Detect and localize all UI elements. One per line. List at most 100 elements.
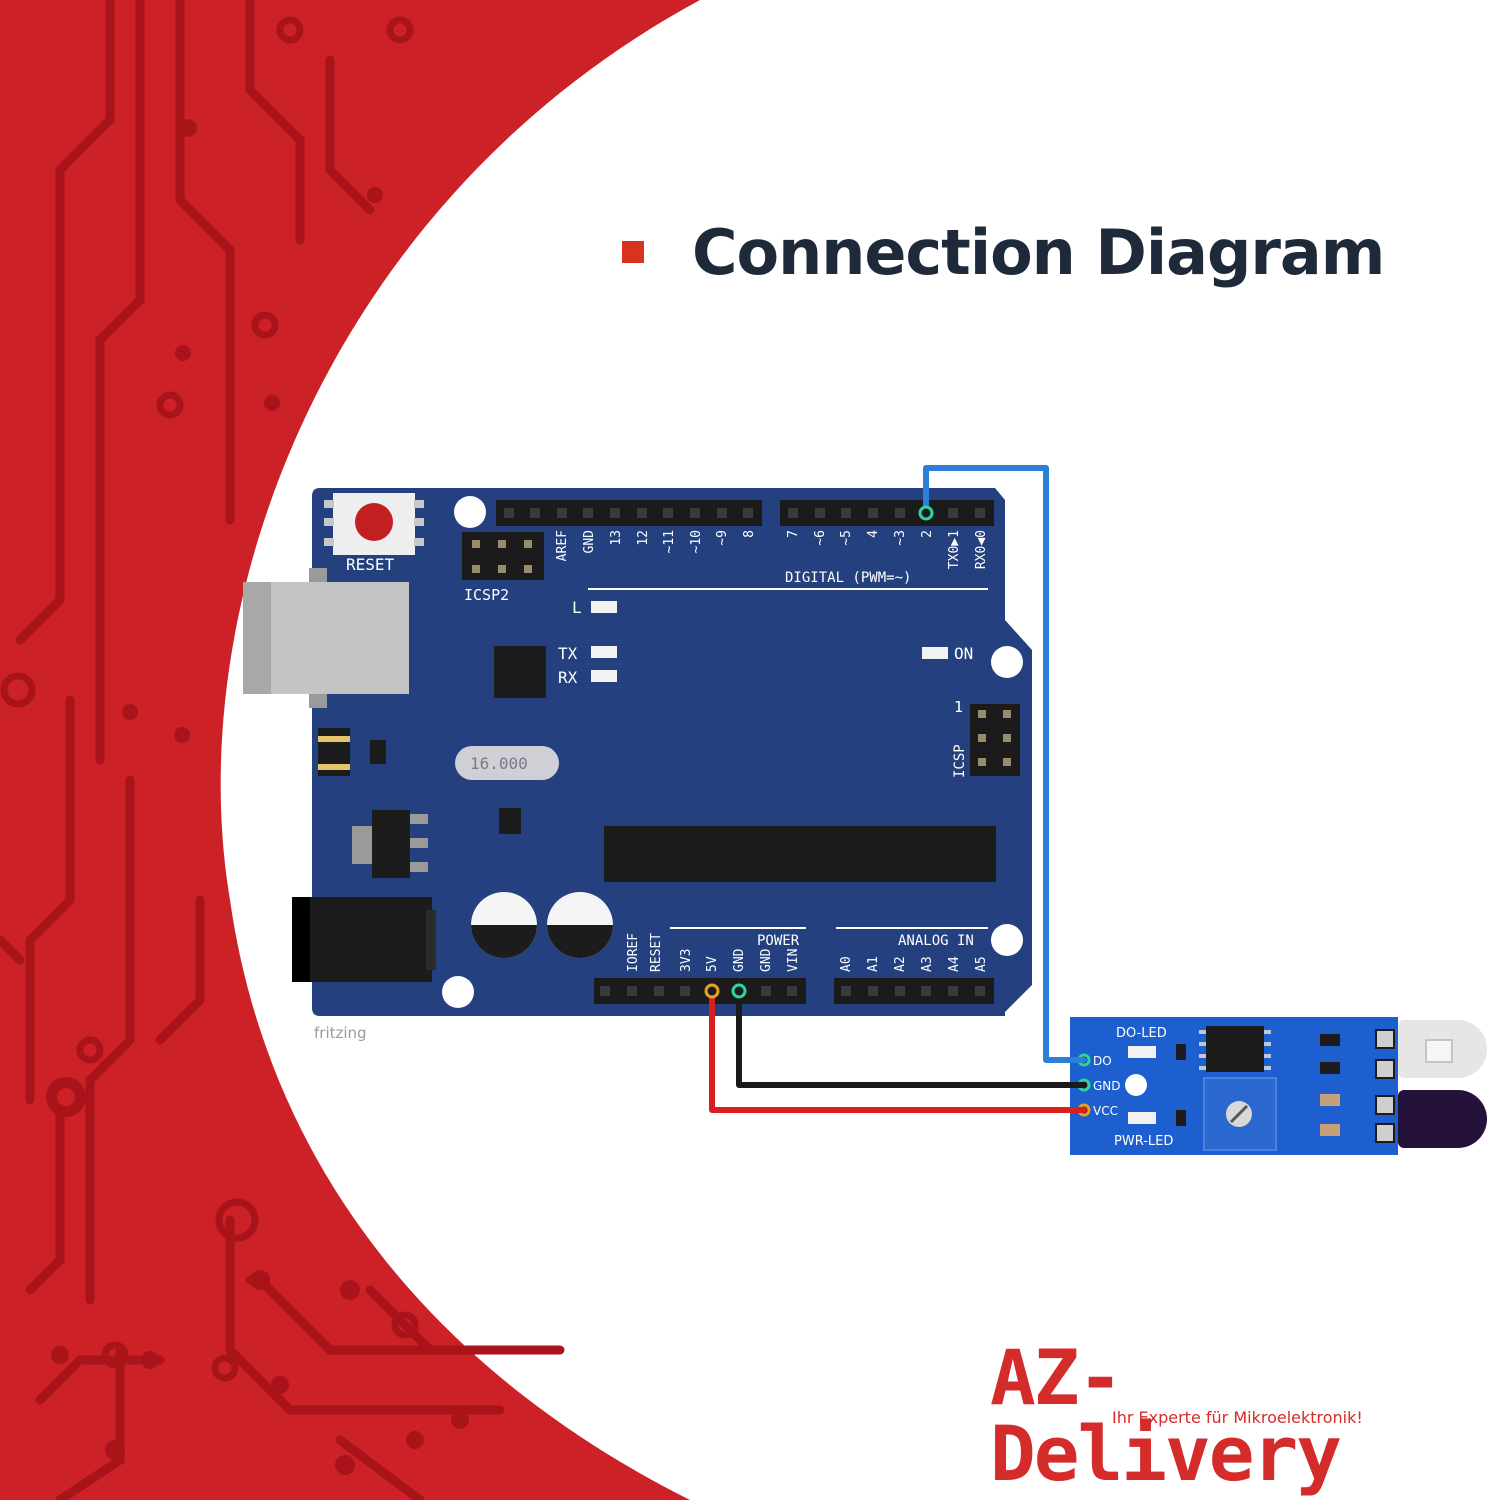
usb-connector xyxy=(243,568,409,708)
on-led-label: ON xyxy=(954,644,973,663)
power-pin-label: 5V xyxy=(705,956,720,972)
analog-pin-label: A5 xyxy=(974,956,989,972)
brand-tagline: Ihr Experte für Mikroelektronik! xyxy=(1112,1408,1363,1427)
header-pin-hole xyxy=(787,986,797,996)
wires xyxy=(709,465,1087,1113)
top-pin-label: ~5 xyxy=(839,530,854,546)
red-circuit-background xyxy=(0,0,700,1504)
header-pin-hole xyxy=(530,508,540,518)
header-pin-hole xyxy=(895,508,905,518)
vcc-wire xyxy=(709,988,1087,1113)
tx-led-label: TX xyxy=(558,644,578,663)
l-led-label: L xyxy=(572,598,582,617)
header-pin-hole xyxy=(761,986,771,996)
capacitors xyxy=(471,892,613,958)
ir-sensor-module: DO-LED PWR-LED DO GND VCC xyxy=(1070,1017,1487,1155)
brand-logo: AZ-Delivery Ihr Experte für Mikroelektro… xyxy=(990,1340,1460,1492)
pwr-led xyxy=(1128,1112,1156,1124)
top-pin-label: 13 xyxy=(609,530,624,546)
do-led xyxy=(1128,1046,1156,1058)
icsp2-label: ICSP2 xyxy=(464,586,509,604)
analog-in-label: ANALOG IN xyxy=(898,933,974,949)
top-pin-label: ~10 xyxy=(689,530,704,553)
header-pin-hole xyxy=(788,508,798,518)
header-pin-hole xyxy=(921,986,931,996)
crystal-label: 16.000 xyxy=(470,754,528,773)
icsp-pin1-label: 1 xyxy=(954,698,963,716)
top-pin-label: RX0◀0 xyxy=(974,530,989,569)
ir-receiver-led xyxy=(1398,1090,1487,1148)
power-pin-label: 3V3 xyxy=(679,949,694,972)
top-pin-label: TX0▶1 xyxy=(947,530,962,569)
small-ic xyxy=(499,808,521,834)
header-pin-hole xyxy=(815,508,825,518)
rx-led-label: RX xyxy=(558,668,578,687)
board-labels: RESET ICSP2 L TX RX ON 1 ICSP DIGITAL (P… xyxy=(346,555,974,949)
header-pin-hole xyxy=(868,986,878,996)
pwr-led-label: PWR-LED xyxy=(1114,1134,1173,1149)
top-pin-label: ~9 xyxy=(715,530,730,546)
analog-pin-label: A1 xyxy=(866,956,881,972)
header-pin-hole xyxy=(948,986,958,996)
title-bullet xyxy=(622,241,644,263)
voltage-regulator xyxy=(352,810,428,878)
top-pin-label: ~3 xyxy=(893,530,908,546)
analog-pin-label: A0 xyxy=(839,956,854,972)
header-pin-hole xyxy=(895,986,905,996)
digital-label: DIGITAL (PWM=~) xyxy=(785,570,911,586)
diode xyxy=(318,728,350,776)
usb-controller-chip xyxy=(494,646,546,698)
header-pin-hole xyxy=(841,508,851,518)
atmega-microcontroller xyxy=(604,826,996,882)
title-block: Connection Diagram xyxy=(622,212,1385,292)
top-pin-label: 4 xyxy=(866,530,881,538)
header-pin-hole xyxy=(948,508,958,518)
header-pin-hole xyxy=(690,508,700,518)
top-pin-label: GND xyxy=(582,530,597,554)
silkscreen-lines xyxy=(588,588,988,929)
ir-emitter-led xyxy=(1398,1020,1487,1078)
header-pin-hole xyxy=(600,986,610,996)
power-pin-label: GND xyxy=(759,948,774,972)
pin-vcc-label: VCC xyxy=(1093,1104,1118,1118)
header-pin-hole xyxy=(583,508,593,518)
top-pin-label: 8 xyxy=(742,530,757,538)
top-pin-label: ~11 xyxy=(662,530,677,553)
top-pin-label: 2 xyxy=(920,530,935,538)
icsp-header xyxy=(970,704,1020,776)
icsp2-header xyxy=(462,532,544,580)
brand-name: AZ-Delivery xyxy=(990,1333,1342,1498)
top-pin-label: 7 xyxy=(786,530,801,538)
header-pin-hole xyxy=(841,986,851,996)
header-pin-hole xyxy=(717,508,727,518)
analog-pin-label: A4 xyxy=(947,956,962,972)
pin-gnd-label: GND xyxy=(1093,1079,1121,1093)
reset-label: RESET xyxy=(346,555,395,574)
top-pin-label: ~6 xyxy=(813,530,828,546)
header-pin-hole xyxy=(663,508,673,518)
header-pin-hole xyxy=(637,508,647,518)
header-pin-hole xyxy=(654,986,664,996)
signal-wire-do xyxy=(923,465,1087,1063)
power-pin-label: GND xyxy=(732,948,747,972)
power-pin-label: VIN xyxy=(786,949,801,972)
header-pin-hole xyxy=(557,508,567,518)
small-transistor xyxy=(370,740,386,764)
gnd-wire xyxy=(736,988,1087,1088)
crystal-oscillator xyxy=(455,746,559,780)
mounting-holes xyxy=(442,496,1023,1008)
fritzing-watermark: fritzing xyxy=(314,1024,367,1042)
analog-pin-label: A3 xyxy=(920,956,935,972)
do-led-label: DO-LED xyxy=(1116,1026,1167,1041)
header-pin-hole xyxy=(975,986,985,996)
header-pin-hole xyxy=(610,508,620,518)
comparator-chip xyxy=(1206,1026,1264,1072)
pin-do-label: DO xyxy=(1093,1054,1112,1068)
header-pin-hole xyxy=(680,986,690,996)
header-pin-hole xyxy=(743,508,753,518)
power-pin-label: RESET xyxy=(649,933,664,972)
icsp-label: ICSP xyxy=(952,744,968,778)
